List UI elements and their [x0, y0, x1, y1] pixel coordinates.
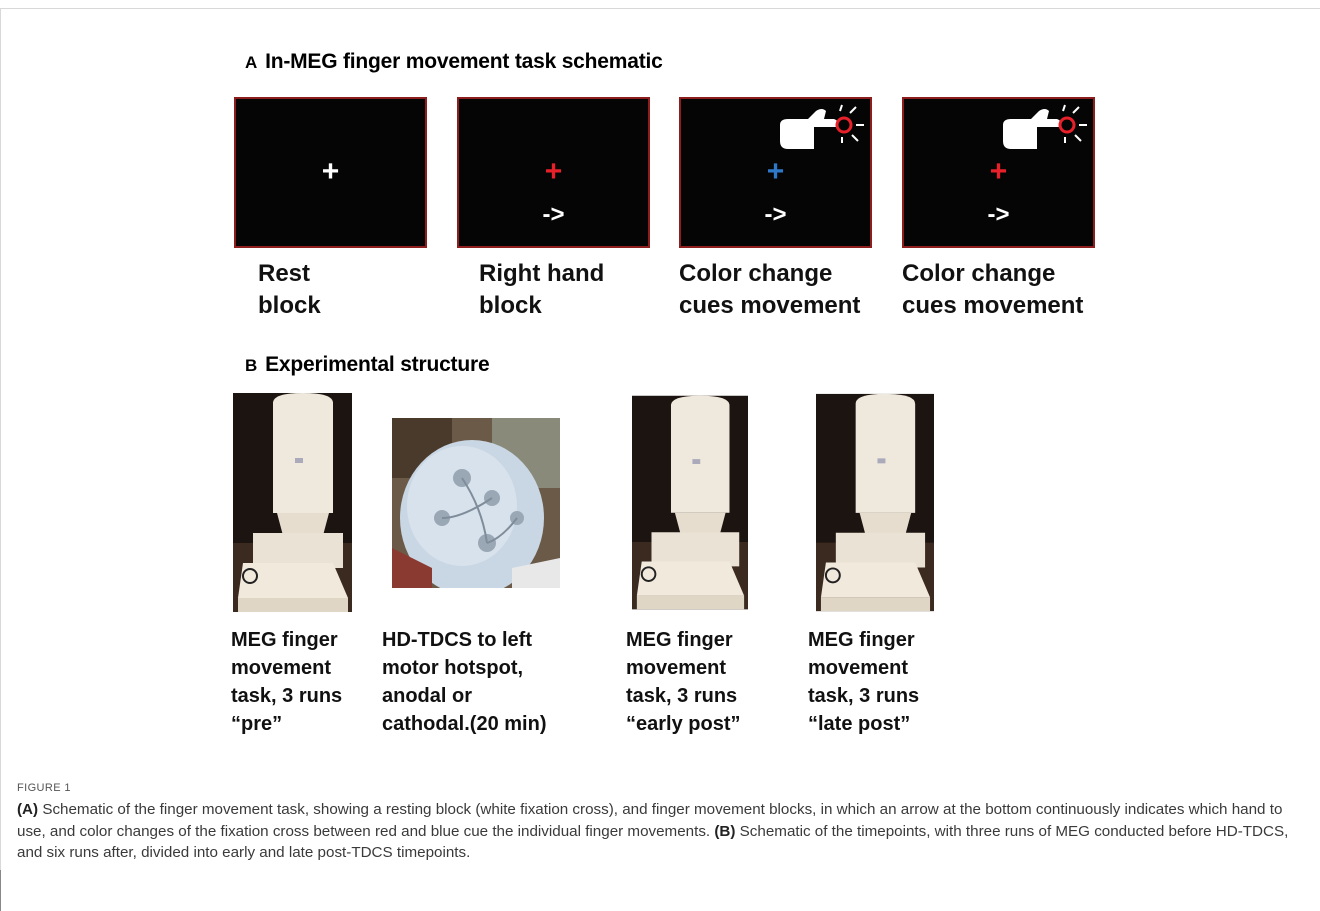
hd-tdcs-cap-photo [392, 418, 560, 588]
fixation-cross: + [681, 157, 870, 187]
fixation-cross: + [904, 157, 1093, 187]
hand-arrow: -> [681, 202, 870, 228]
meg-scanner-illustration [233, 393, 352, 612]
hd-tdcs-illustration [392, 418, 560, 588]
meg-scanner-illustration [816, 393, 934, 612]
task-screen: + [234, 97, 427, 248]
meg-scanner-illustration [632, 393, 748, 612]
pointing-hand-icon [774, 103, 870, 159]
fixation-cross: + [236, 157, 425, 187]
hand-arrow: -> [459, 202, 648, 228]
fixation-cross: + [459, 157, 648, 187]
task-screen: + -> [457, 97, 650, 248]
hand-arrow: -> [904, 202, 1093, 228]
meg-scanner-photo [632, 393, 748, 612]
figure-caption: (A) Schematic of the finger movement tas… [17, 799, 1307, 864]
pointing-hand-icon [997, 103, 1093, 159]
page-rule [0, 870, 1, 911]
figure-label: FIGURE 1 [17, 782, 71, 794]
meg-scanner-photo [816, 393, 934, 612]
meg-scanner-photo [233, 393, 352, 612]
task-screen: + -> [679, 97, 872, 248]
task-screen: + -> [902, 97, 1095, 248]
